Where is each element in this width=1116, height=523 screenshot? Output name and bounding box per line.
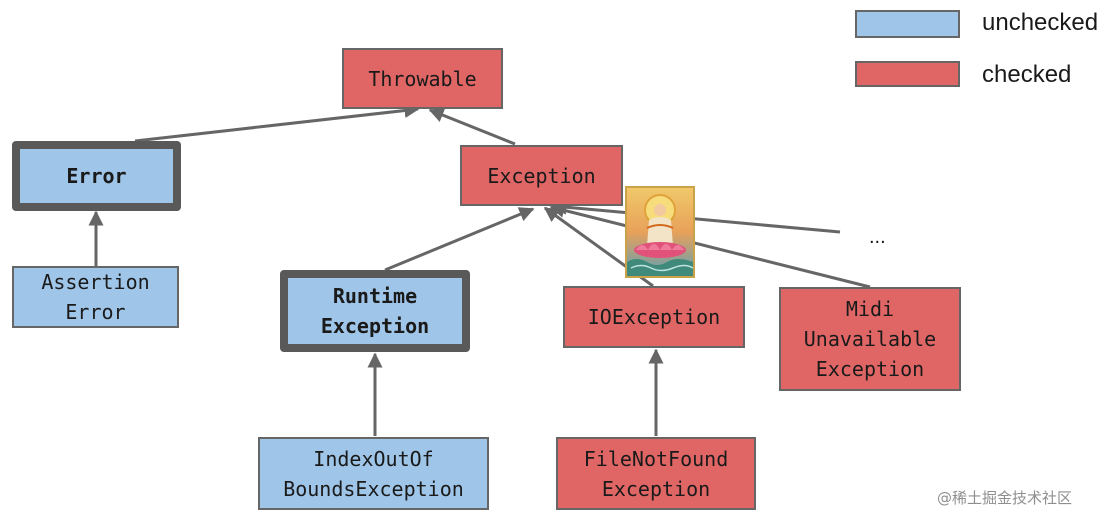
error-node: Error: [12, 141, 181, 211]
arrow-exception-to-throwable: [428, 108, 516, 146]
legend-checked-label: checked: [982, 61, 1072, 88]
legend-unchecked-swatch: [855, 10, 960, 38]
throwable-label: Throwable: [368, 66, 477, 91]
file-not-found-exception-label: FileNotFound Exception: [583, 446, 729, 501]
legend-unchecked-label: unchecked: [982, 9, 1099, 36]
runtime-exception-label: Runtime Exception: [320, 284, 430, 338]
midi-unavailable-exception-label: Midi Unavailable Exception: [803, 297, 937, 381]
io-exception-label: IOException: [587, 305, 721, 329]
legend-checked-swatch: [855, 61, 960, 87]
arrow-more-to-exception: [551, 199, 841, 234]
arrow-midi-exception-to-exception: [549, 203, 871, 289]
exception-node: Exception: [460, 145, 623, 206]
assertion-error-label: Assertion Error: [41, 270, 150, 324]
midi-unavailable-exception-node: Midi Unavailable Exception: [779, 287, 961, 391]
index-out-of-bounds-exception-label: IndexOutOf BoundsException: [283, 446, 464, 501]
error-label: Error: [66, 164, 127, 188]
index-out-of-bounds-exception-node: IndexOutOf BoundsException: [258, 437, 489, 510]
watermark: @稀土掘金技术社区: [937, 489, 1073, 507]
assertion-error-node: Assertion Error: [12, 266, 179, 328]
file-not-found-exception-node: FileNotFound Exception: [556, 437, 756, 510]
deity-on-lotus-picture: [625, 186, 695, 278]
runtime-exception-node: Runtime Exception: [280, 270, 470, 352]
io-exception-node: IOException: [563, 286, 745, 348]
more-subclasses-ellipsis: ...: [869, 226, 886, 248]
arrow-runtime-exception-to-exception: [384, 207, 535, 272]
arrow-error-to-throwable: [134, 103, 420, 143]
exception-label: Exception: [487, 163, 596, 188]
throwable-node: Throwable: [342, 48, 503, 109]
